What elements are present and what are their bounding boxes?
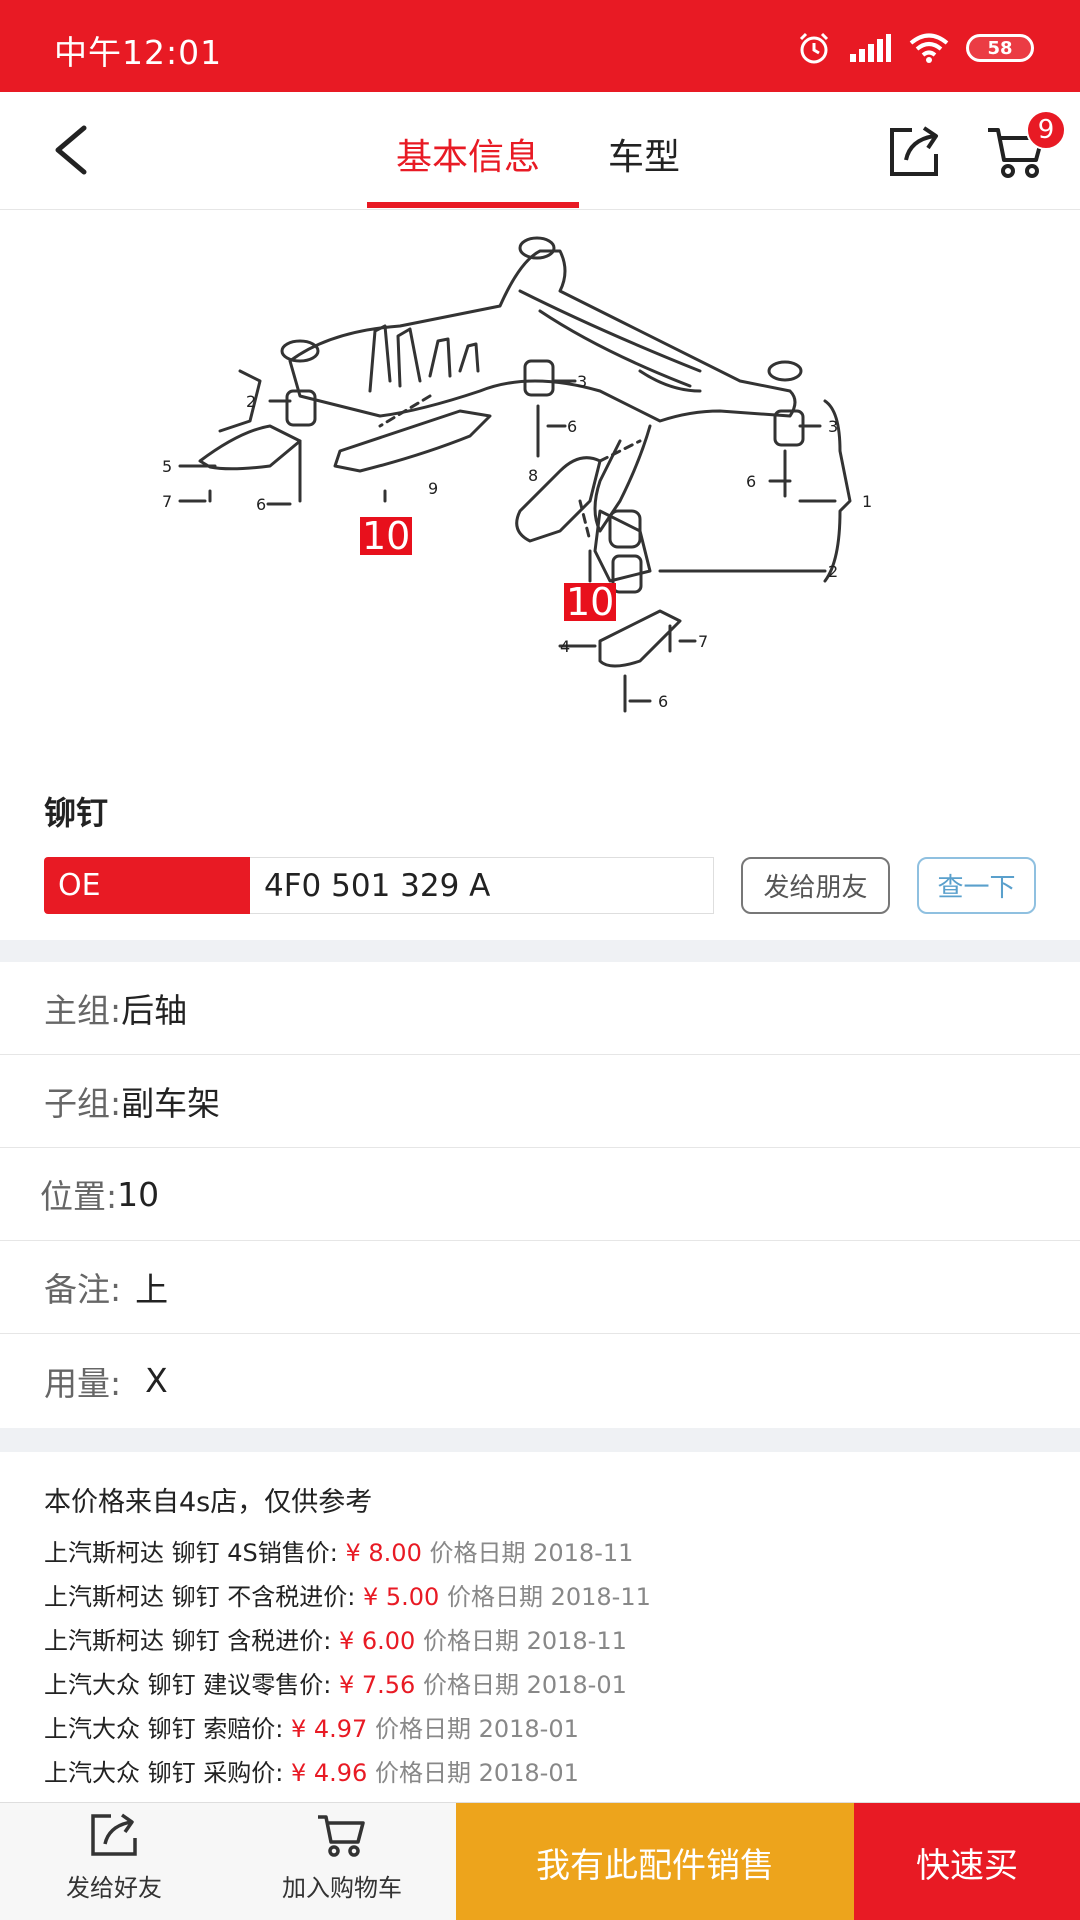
price-label: 上汽大众 铆钉 索赔价: xyxy=(44,1715,284,1743)
send-to-friend-button[interactable]: 发给朋友 xyxy=(741,857,890,914)
battery-icon: 58 xyxy=(966,34,1034,62)
info-row-quantity: 用量: X xyxy=(0,1334,1080,1427)
info-key: 子组: xyxy=(44,1084,122,1123)
diagram-label-6a: 6 xyxy=(567,417,577,436)
info-value: 副车架 xyxy=(121,1084,221,1123)
diagram-label-5: 5 xyxy=(162,457,172,476)
price-line: 上汽斯柯达 铆钉 不含税进价: ¥ 5.00 价格日期 2018-11 xyxy=(44,1575,1044,1619)
diagram-label-7a: 7 xyxy=(162,492,172,511)
wifi-icon xyxy=(909,33,949,63)
lookup-button[interactable]: 查一下 xyxy=(917,857,1036,914)
tab-vehicle-model[interactable]: 车型 xyxy=(608,137,681,178)
info-key: 位置: xyxy=(40,1177,118,1216)
price-value: ¥ 4.96 xyxy=(290,1759,368,1787)
add-to-cart-label: 加入购物车 xyxy=(282,1874,402,1902)
price-label: 上汽大众 铆钉 建议零售价: xyxy=(44,1671,332,1699)
price-value: ¥ 5.00 xyxy=(362,1583,440,1611)
price-label: 上汽斯柯达 铆钉 4S销售价: xyxy=(44,1539,338,1567)
diagram-label-6d: 6 xyxy=(658,692,668,711)
cart-count-badge: 9 xyxy=(1026,110,1066,150)
diagram-label-4: 4 xyxy=(560,637,570,656)
cart-icon xyxy=(318,1815,365,1857)
info-row-remark: 备注: 上 xyxy=(0,1241,1080,1334)
info-row-sub-group: 子组: 副车架 xyxy=(0,1055,1080,1148)
part-diagram[interactable]: 2 3 6 5 7 6 9 8 3 6 1 2 4 7 6 10 10 xyxy=(0,211,1080,756)
info-key: 用量: xyxy=(44,1363,122,1403)
price-label: 上汽大众 铆钉 采购价: xyxy=(44,1759,284,1787)
diagram-label-2b: 2 xyxy=(828,562,838,581)
info-key: 主组: xyxy=(44,991,122,1030)
price-line: 上汽斯柯达 铆钉 4S销售价: ¥ 8.00 价格日期 2018-11 xyxy=(44,1531,1044,1575)
top-nav: 基本信息 车型 9 xyxy=(0,92,1080,210)
price-date: 价格日期 2018-11 xyxy=(422,1627,627,1655)
oe-number-row: OE 4F0 501 329 A xyxy=(44,857,714,914)
price-date: 价格日期 2018-01 xyxy=(374,1715,579,1743)
share-icon xyxy=(91,1813,137,1856)
price-date: 价格日期 2018-11 xyxy=(429,1539,634,1567)
battery-level: 58 xyxy=(987,37,1013,59)
alarm-icon xyxy=(799,32,829,64)
price-line: 上汽大众 铆钉 建议零售价: ¥ 7.56 价格日期 2018-01 xyxy=(44,1663,1044,1707)
info-row-main-group: 主组: 后轴 xyxy=(0,962,1080,1055)
price-disclaimer: 本价格来自4s店，仅供参考 xyxy=(44,1487,373,1518)
diagram-label-7b: 7 xyxy=(698,632,708,651)
price-line: 上汽大众 铆钉 采购价: ¥ 4.96 价格日期 2018-01 xyxy=(44,1751,1044,1795)
back-arrow-icon[interactable] xyxy=(44,120,104,180)
section-divider xyxy=(0,1428,1080,1452)
price-date: 价格日期 2018-11 xyxy=(446,1583,651,1611)
diagram-label-6b: 6 xyxy=(256,495,266,514)
part-name: 铆钉 xyxy=(44,794,109,832)
info-key: 备注: xyxy=(44,1270,122,1309)
info-value: 上 xyxy=(135,1270,169,1309)
active-tab-indicator xyxy=(367,202,579,208)
diagram-label-9: 9 xyxy=(428,479,438,498)
diagram-label-8: 8 xyxy=(528,466,538,485)
section-divider xyxy=(0,940,1080,962)
callout-tag-10-left[interactable]: 10 xyxy=(360,514,413,558)
price-value: ¥ 7.56 xyxy=(338,1671,416,1699)
share-icon[interactable] xyxy=(884,122,944,182)
info-value: 后轴 xyxy=(121,991,188,1030)
price-line: 上汽斯柯达 铆钉 含税进价: ¥ 6.00 价格日期 2018-11 xyxy=(44,1619,1044,1663)
oe-label: OE xyxy=(44,857,250,914)
price-label: 上汽斯柯达 铆钉 含税进价: xyxy=(44,1627,332,1655)
quick-buy-button[interactable]: 快速买 xyxy=(854,1803,1080,1920)
status-time: 中午12:01 xyxy=(54,33,223,72)
price-label: 上汽斯柯达 铆钉 不含税进价: xyxy=(44,1583,356,1611)
diagram-label-6c: 6 xyxy=(746,472,756,491)
share-to-friend-button[interactable]: 发给好友 xyxy=(40,1803,188,1920)
diagram-label-3a: 3 xyxy=(577,372,587,391)
price-value: ¥ 8.00 xyxy=(345,1539,422,1567)
price-date: 价格日期 2018-01 xyxy=(374,1759,579,1787)
status-bar: 中午12:01 58 xyxy=(0,0,1080,92)
add-to-cart-button[interactable]: 加入购物车 xyxy=(262,1803,422,1920)
subframe-drawing: 2 3 6 5 7 6 9 8 3 6 1 2 4 7 6 xyxy=(162,236,872,713)
info-row-position: 位置: 10 xyxy=(0,1148,1080,1241)
diagram-label-1: 1 xyxy=(862,492,872,511)
tab-basic-info[interactable]: 基本信息 xyxy=(396,137,541,178)
bottom-action-bar: 发给好友 加入购物车 我有此配件销售 快速买 xyxy=(0,1802,1080,1920)
sell-part-button[interactable]: 我有此配件销售 xyxy=(456,1803,854,1920)
info-value: 10 xyxy=(117,1174,160,1214)
status-icons: 58 xyxy=(796,28,1034,68)
price-date: 价格日期 2018-01 xyxy=(422,1671,627,1699)
info-value: X xyxy=(145,1361,168,1400)
callout-tag-10-right[interactable]: 10 xyxy=(564,580,617,624)
signal-icon xyxy=(850,34,891,62)
price-list: 本价格来自4s店，仅供参考 上汽斯柯达 铆钉 4S销售价: ¥ 8.00 价格日… xyxy=(44,1480,1044,1795)
price-line: 上汽大众 铆钉 索赔价: ¥ 4.97 价格日期 2018-01 xyxy=(44,1707,1044,1751)
oe-number: 4F0 501 329 A xyxy=(250,857,714,914)
cart-count: 9 xyxy=(1037,115,1055,145)
price-value: ¥ 6.00 xyxy=(338,1627,416,1655)
price-value: ¥ 4.97 xyxy=(290,1715,368,1743)
diagram-label-2a: 2 xyxy=(246,392,256,411)
share-to-friend-label: 发给好友 xyxy=(66,1874,162,1902)
diagram-label-3b: 3 xyxy=(828,417,838,436)
